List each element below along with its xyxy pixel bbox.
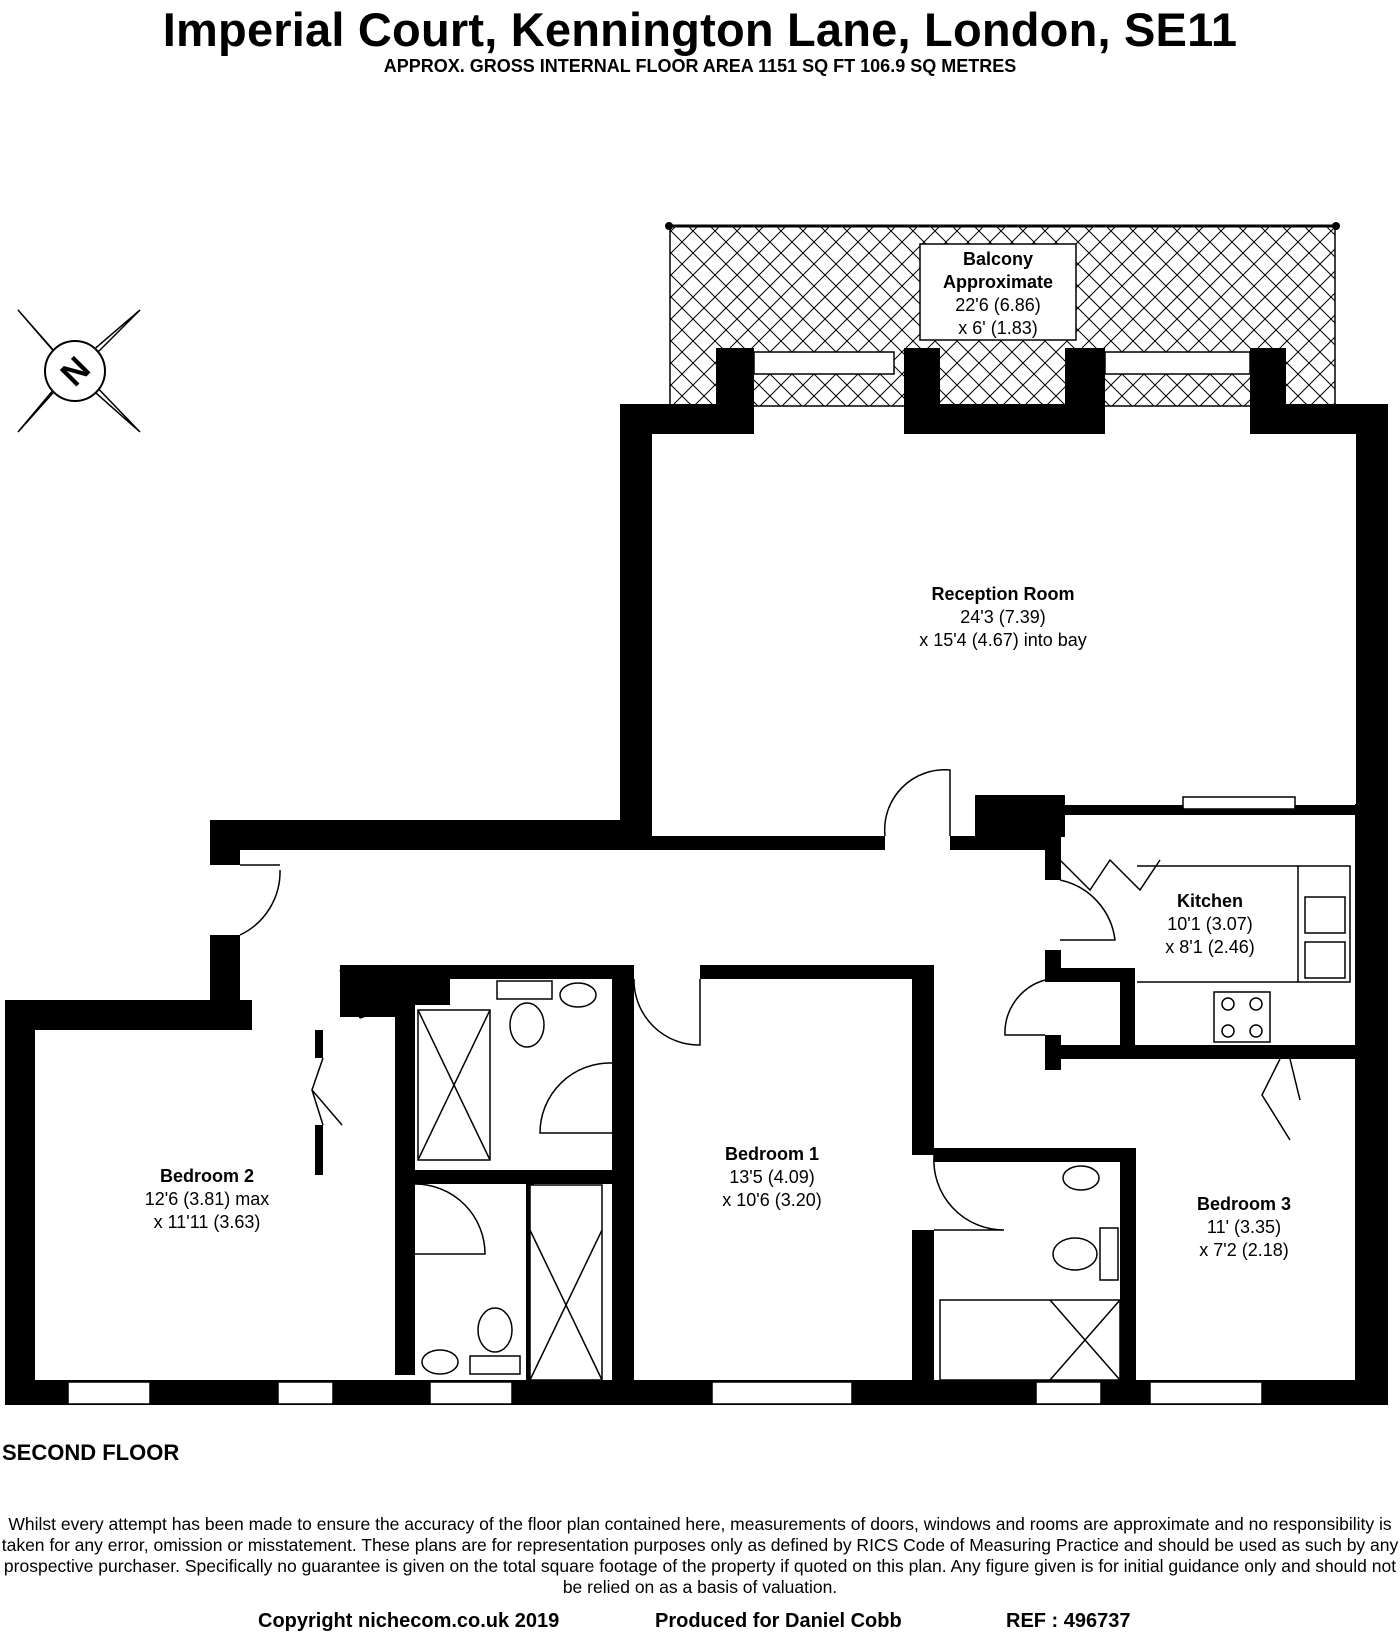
svg-text:22'6 (6.86): 22'6 (6.86) (955, 295, 1041, 315)
room-label-bedroom-2: Bedroom 2 12'6 (3.81) max x 11'11 (3.63) (145, 1166, 270, 1232)
room-label-bedroom-1: Bedroom 1 13'5 (4.09) x 10'6 (3.20) (722, 1144, 822, 1210)
produced-for-text: Produced for Daniel Cobb (655, 1610, 902, 1632)
svg-text:12'6 (3.81) max: 12'6 (3.81) max (145, 1189, 270, 1209)
door-swings (239, 769, 1301, 1255)
windows (67, 351, 1296, 1405)
svg-text:Bedroom 2: Bedroom 2 (160, 1166, 254, 1186)
compass-icon: N (17, 309, 141, 433)
svg-text:Bedroom 3: Bedroom 3 (1197, 1194, 1291, 1214)
svg-text:Reception Room: Reception Room (931, 584, 1074, 604)
copyright-text: Copyright nichecom.co.uk 2019 (258, 1610, 560, 1632)
room-label-balcony: Balcony Approximate 22'6 (6.86) x 6' (1.… (943, 249, 1053, 338)
floor-label: SECOND FLOOR (2, 1440, 180, 1465)
floor-area-subtitle: APPROX. GROSS INTERNAL FLOOR AREA 1151 S… (383, 56, 1017, 76)
svg-text:Balcony: Balcony (963, 249, 1033, 269)
svg-text:Approximate: Approximate (943, 272, 1053, 292)
plan-title: Imperial Court, Kennington Lane, London,… (162, 3, 1238, 56)
room-label-bedroom-3: Bedroom 3 11' (3.35) x 7'2 (2.18) (1197, 1194, 1291, 1260)
svg-text:x 11'11 (3.63): x 11'11 (3.63) (154, 1212, 261, 1232)
svg-text:24'3 (7.39): 24'3 (7.39) (960, 607, 1046, 627)
svg-text:Bedroom 1: Bedroom 1 (725, 1144, 819, 1164)
bathroom-fittings (417, 980, 1121, 1381)
room-label-reception: Reception Room 24'3 (7.39) x 15'4 (4.67)… (919, 584, 1087, 650)
walls (5, 348, 1388, 1405)
room-label-kitchen: Kitchen 10'1 (3.07) x 8'1 (2.46) (1165, 891, 1254, 957)
svg-text:x 6' (1.83): x 6' (1.83) (958, 318, 1037, 338)
svg-text:11' (3.35): 11' (3.35) (1207, 1217, 1281, 1237)
reference-number: REF : 496737 (1006, 1610, 1131, 1632)
svg-text:10'1 (3.07): 10'1 (3.07) (1167, 914, 1253, 934)
svg-text:x 8'1 (2.46): x 8'1 (2.46) (1165, 937, 1254, 957)
svg-text:x 15'4 (4.67) into bay: x 15'4 (4.67) into bay (919, 630, 1087, 650)
svg-text:Kitchen: Kitchen (1177, 891, 1243, 911)
svg-text:x 10'6 (3.20): x 10'6 (3.20) (722, 1190, 822, 1210)
kitchen-units (1137, 865, 1351, 1043)
svg-text:13'5 (4.09): 13'5 (4.09) (729, 1167, 815, 1187)
disclaimer-text: Whilst every attempt has been made to en… (1, 1514, 1399, 1597)
svg-text:x 7'2 (2.18): x 7'2 (2.18) (1199, 1240, 1288, 1260)
